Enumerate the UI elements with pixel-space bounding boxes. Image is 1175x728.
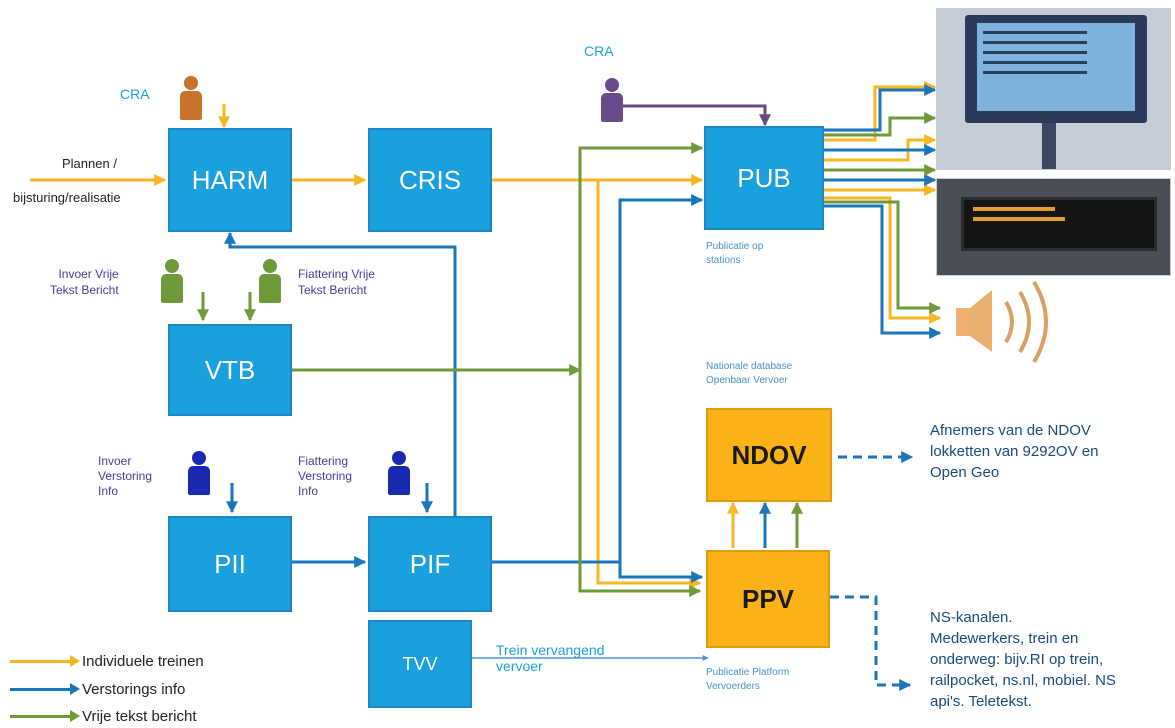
flow-vtb-to-ppv [578,370,702,597]
bijsturing-label: bijsturing/realisatie [13,190,121,205]
cra-label-harm: CRA [120,86,150,102]
pif-box: PIF [368,516,492,612]
pub-box: PUB [704,126,824,230]
pii-box: PII [168,516,292,612]
display-board-icon [936,8,1171,170]
ndov-box: NDOV [706,408,832,502]
ppv-box: PPV [706,550,830,648]
tvv-box: TVV [368,620,472,708]
cris-box: CRIS [368,128,492,232]
person-icon [180,76,202,120]
harm-box: HARM [168,128,292,232]
flow-vtb-to-pub [578,142,704,370]
person-icon [259,259,281,303]
led-sign-icon [936,178,1171,276]
vtb-box: VTB [168,324,292,416]
flow-pif-to-ppv [492,560,704,583]
legend-vrije-tekst-bericht: Vrije tekst bericht [10,708,197,725]
flow-pif-to-pub [618,194,704,562]
person-icon [388,451,410,495]
legend-individuele-treinen: Individuele treinen [10,653,204,670]
plannen-label: Plannen / [62,156,117,171]
person-icon [188,451,210,495]
flow-cris-to-ppv [596,180,702,589]
person-icon [161,259,183,303]
legend-verstorings-info: Verstorings info [10,681,185,698]
flow-pif-to-harm [224,231,457,518]
cra-label-pub: CRA [584,43,614,59]
flow-ppv-out [830,595,912,691]
speaker-icon [956,280,1048,364]
person-icon [601,78,623,122]
